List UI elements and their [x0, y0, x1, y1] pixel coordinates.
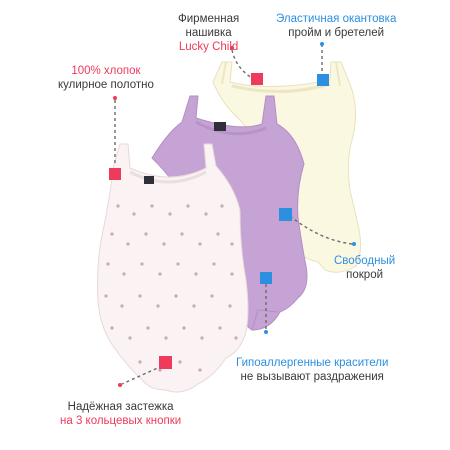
callout-fastener-line2: на 3 кольцевых кнопки	[60, 415, 182, 427]
print-pattern	[104, 204, 238, 372]
callout-embroidery: Фирменная нашивка Lucky Child	[178, 12, 239, 54]
callout-embroidery-brand: Lucky Child	[178, 41, 239, 53]
marker-cotton	[109, 168, 121, 180]
callout-loose-fit-line2: покрой	[346, 269, 384, 281]
callout-elastic-line1: Эластичная окантовка	[276, 13, 397, 25]
marker-embroidery	[251, 73, 263, 85]
callout-embroidery-line1: Фирменная	[178, 13, 240, 25]
callout-fastener-line1: Надёжная застежка	[67, 401, 174, 413]
callout-hypoallergenic-line2: не вызывают раздражения	[240, 371, 384, 383]
callout-fastener: Надёжная застежка на 3 кольцевых кнопки	[60, 400, 181, 428]
callout-hypoallergenic-line1: Гипоаллергенные красители	[236, 357, 389, 369]
marker-hypoallergenic	[260, 272, 272, 284]
callout-cotton-line1: 100% хлопок	[71, 65, 141, 77]
callout-embroidery-line2: нашивка	[185, 27, 232, 39]
callout-loose-fit-line1: Свободный	[334, 255, 396, 267]
brand-patch-icon	[144, 176, 154, 184]
marker-elastic	[317, 74, 329, 86]
callout-hypoallergenic: Гипоаллергенные красители не вызывают ра…	[236, 356, 388, 384]
brand-patch-icon	[214, 122, 226, 131]
white-printed-bodysuit	[97, 143, 249, 393]
callout-elastic-line2: пройм и бретелей	[288, 27, 385, 39]
marker-loose-fit	[279, 208, 292, 221]
marker-fastener	[159, 356, 172, 369]
callout-loose-fit: Свободный покрой	[334, 254, 395, 282]
callout-cotton-line2: кулирное полотно	[58, 79, 154, 91]
callout-cotton: 100% хлопок кулирное полотно	[58, 64, 154, 92]
callout-elastic: Эластичная окантовка пройм и бретелей	[276, 12, 396, 40]
callout-leaders	[109, 42, 356, 387]
